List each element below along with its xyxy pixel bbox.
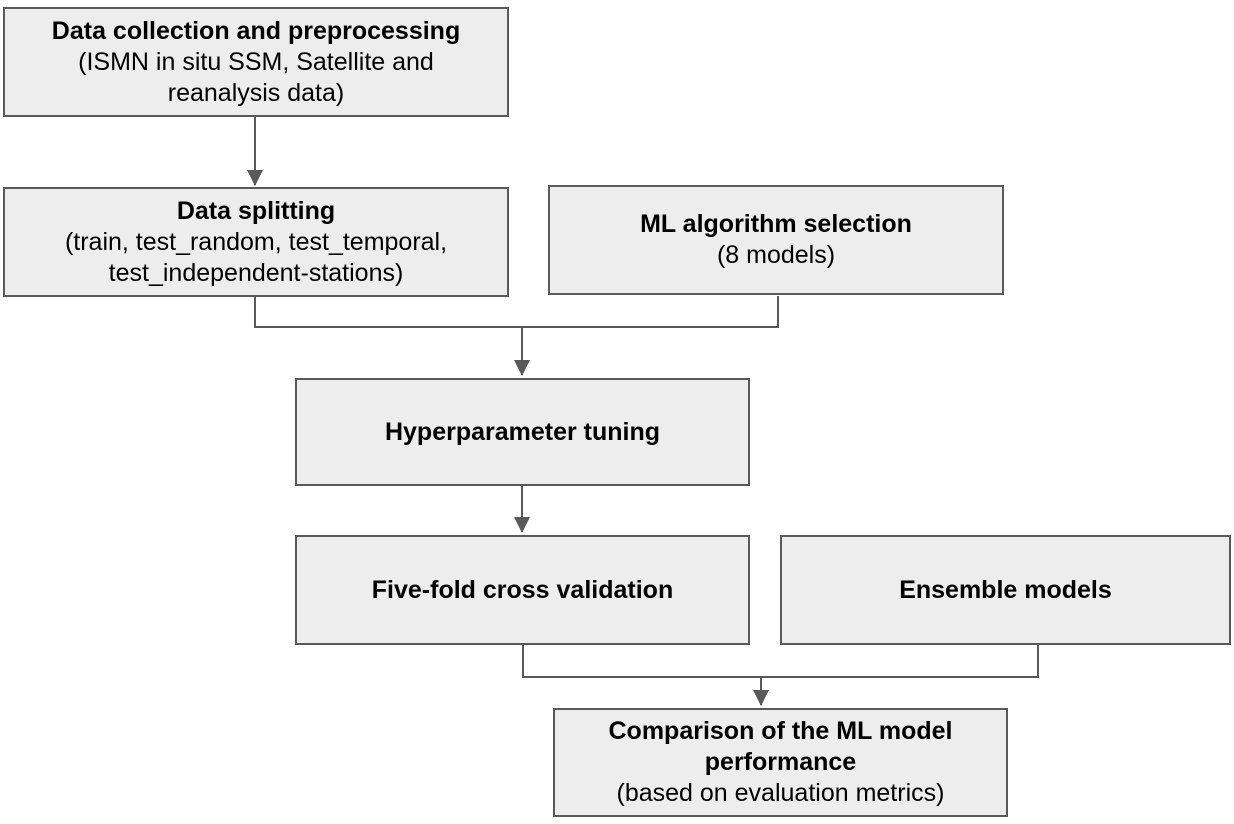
node-data-splitting: Data splitting (train, test_random, test… [3, 187, 509, 297]
node-title: Data splitting [176, 196, 336, 225]
node-title: Data collection and preprocessing [51, 16, 461, 45]
node-subtitle: (8 models) [716, 241, 836, 269]
node-title: ML algorithm selection [640, 210, 912, 238]
connector-crossval-ensemble-merge [522, 645, 1039, 678]
node-data-collection: Data collection and preprocessing (ISMN … [3, 7, 509, 117]
node-hyperparameter-tuning: Hyperparameter tuning [295, 378, 750, 486]
node-subtitle: (ISMN in situ SSM, Satellite and reanaly… [78, 47, 434, 107]
node-five-fold-cross-validation: Five-fold cross validation [295, 535, 750, 645]
node-comparison-performance: Comparison of the ML model performance (… [553, 708, 1008, 817]
node-ml-algorithm-selection: ML algorithm selection (8 models) [548, 185, 1004, 295]
node-title: Ensemble models [899, 575, 1112, 604]
connector-splitting-algorithm-merge [254, 296, 779, 328]
node-ensemble-models: Ensemble models [780, 535, 1231, 645]
node-subtitle: (train, test_random, test_temporal, test… [64, 227, 448, 287]
node-title: Hyperparameter tuning [384, 417, 661, 446]
node-subtitle: (based on evaluation metrics) [616, 779, 945, 807]
node-title: Five-fold cross validation [371, 575, 674, 604]
node-title: Comparison of the ML model performance [608, 717, 953, 776]
